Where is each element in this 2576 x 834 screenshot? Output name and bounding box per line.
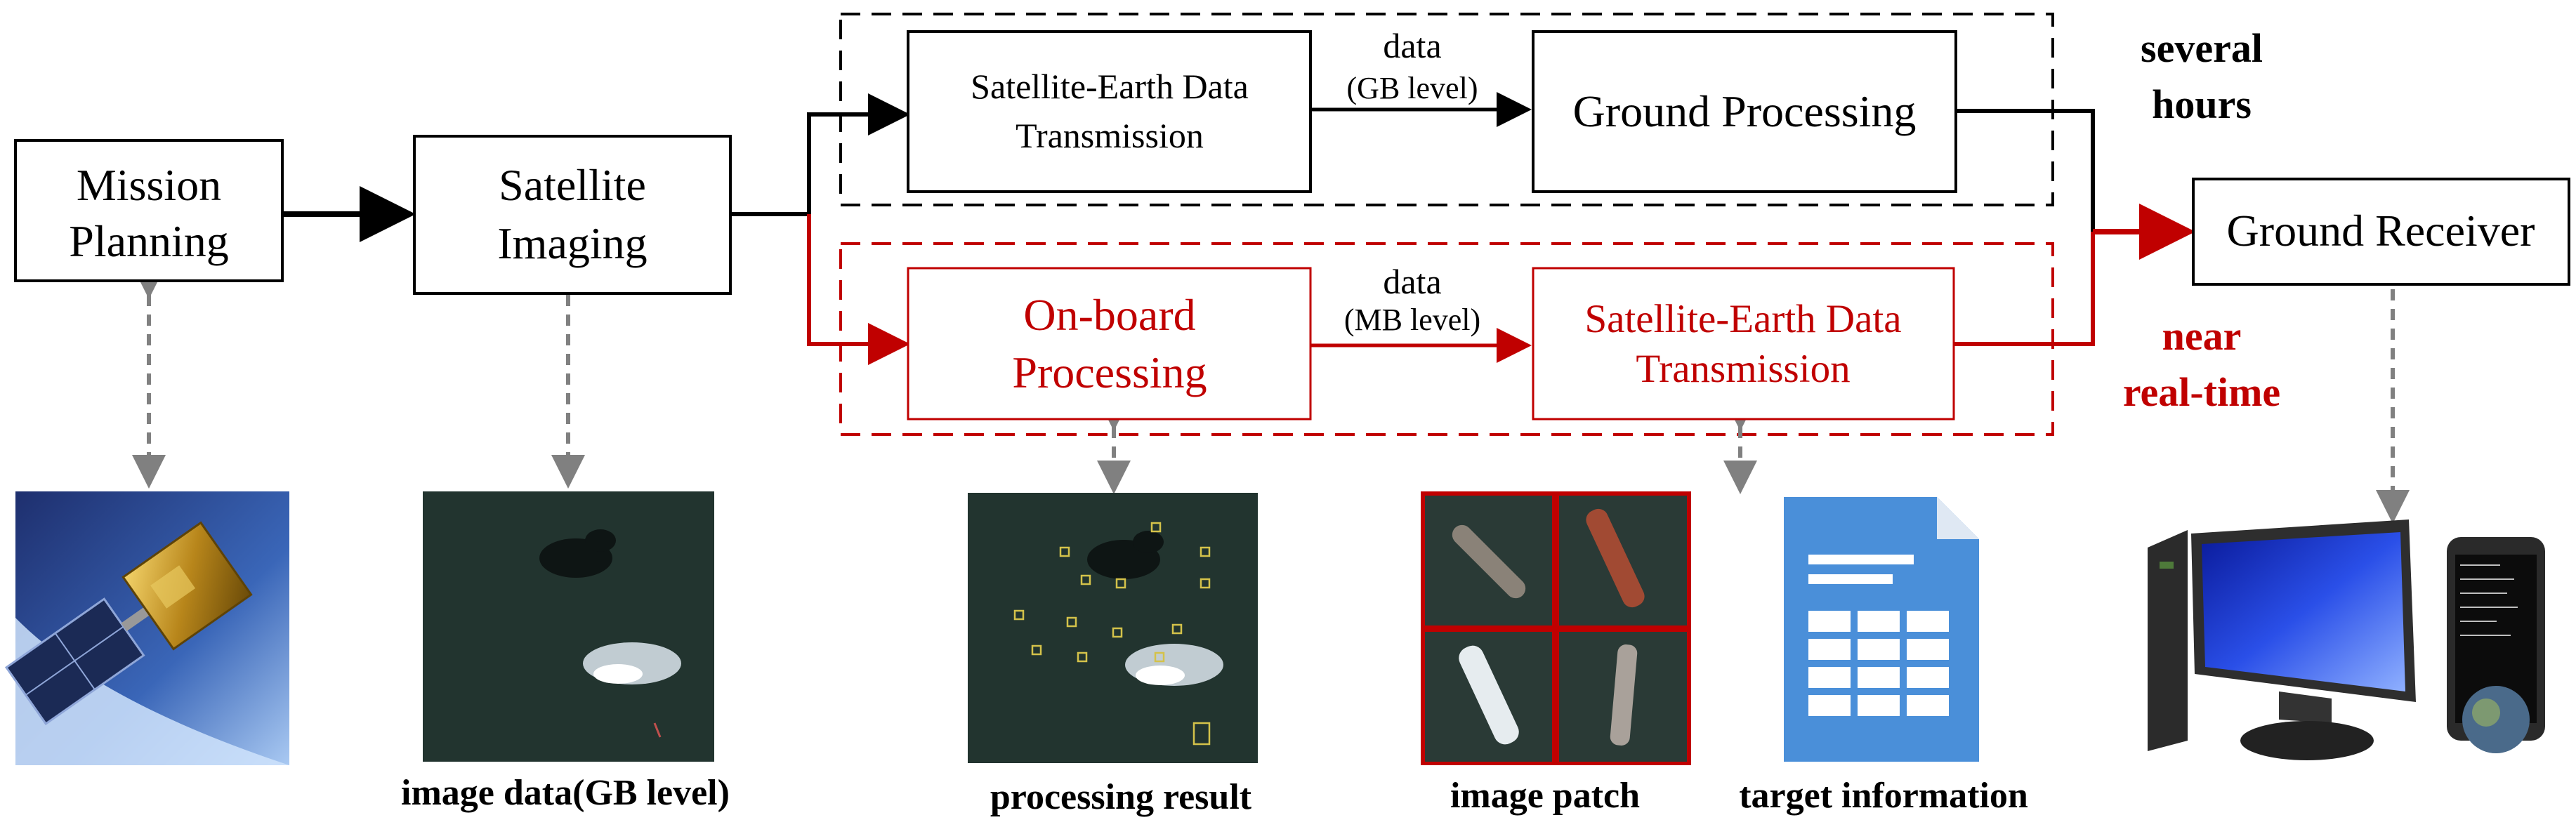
satellite-earth-transmission-top-box: Satellite-Earth Data Transmission — [907, 30, 1312, 193]
note-several: several — [2141, 25, 2263, 71]
line-ground-to-receiver — [1956, 109, 2095, 232]
onboard-path-frame — [839, 242, 2054, 436]
mission-planning-box: Mission Planning — [14, 139, 284, 282]
bottom-data-label: data — [1383, 262, 1441, 301]
arrow-split-to-top — [807, 93, 910, 214]
note-realtime: real-time — [2123, 369, 2280, 415]
satellite-earth-transmission-bottom-box: Satellite-Earth Data Transmission — [1532, 267, 1955, 421]
smartphone-icon — [2447, 537, 2545, 753]
satellite-earth-top-line2: Transmission — [1016, 116, 1204, 155]
onboard-processing-line2: Processing — [1012, 348, 1207, 397]
satellite-imaging-line2: Imaging — [497, 218, 647, 268]
arrow-split-to-bottom — [807, 214, 910, 365]
mission-planning-line2: Planning — [69, 216, 229, 266]
ground-processing-box: Ground Processing — [1532, 30, 1957, 193]
mission-planning-line1: Mission — [77, 160, 221, 210]
caption-image-data: image data(GB level) — [401, 773, 730, 813]
bottom-mb-level-label: (MB level) — [1344, 303, 1480, 337]
onboard-processing-line1: On-board — [1023, 290, 1195, 340]
satellite-earth-top-line1: Satellite-Earth Data — [971, 67, 1249, 106]
detection-result-icon — [968, 493, 1258, 763]
caption-processing-result: processing result — [990, 777, 1252, 817]
caption-target-information: target information — [1739, 776, 2028, 816]
caption-image-patch: image patch — [1450, 776, 1640, 816]
ship-patch-icon — [1421, 491, 1691, 765]
ground-processing-label: Ground Processing — [1573, 86, 1917, 136]
desktop-computer-icon — [2148, 519, 2416, 760]
onboard-processing-box: On-board Processing — [907, 267, 1312, 421]
satellite-icon — [4, 491, 289, 765]
document-table-icon — [1784, 497, 1979, 762]
satellite-image-icon — [423, 491, 714, 762]
top-data-label: data — [1383, 26, 1441, 65]
satellite-earth-bottom-line2: Transmission — [1636, 347, 1850, 391]
ground-receiver-box: Ground Receiver — [2192, 178, 2570, 286]
note-near: near — [2162, 313, 2242, 359]
note-hours: hours — [2152, 81, 2252, 127]
top-gb-level-label: (GB level) — [1347, 71, 1478, 105]
ground-receiver-label: Ground Receiver — [2227, 206, 2535, 256]
satellite-earth-bottom-line1: Satellite-Earth Data — [1584, 297, 1901, 341]
satellite-imaging-box: Satellite Imaging — [413, 135, 732, 295]
line-transmission-to-receiver — [1954, 232, 2095, 346]
satellite-imaging-line1: Satellite — [499, 160, 646, 210]
